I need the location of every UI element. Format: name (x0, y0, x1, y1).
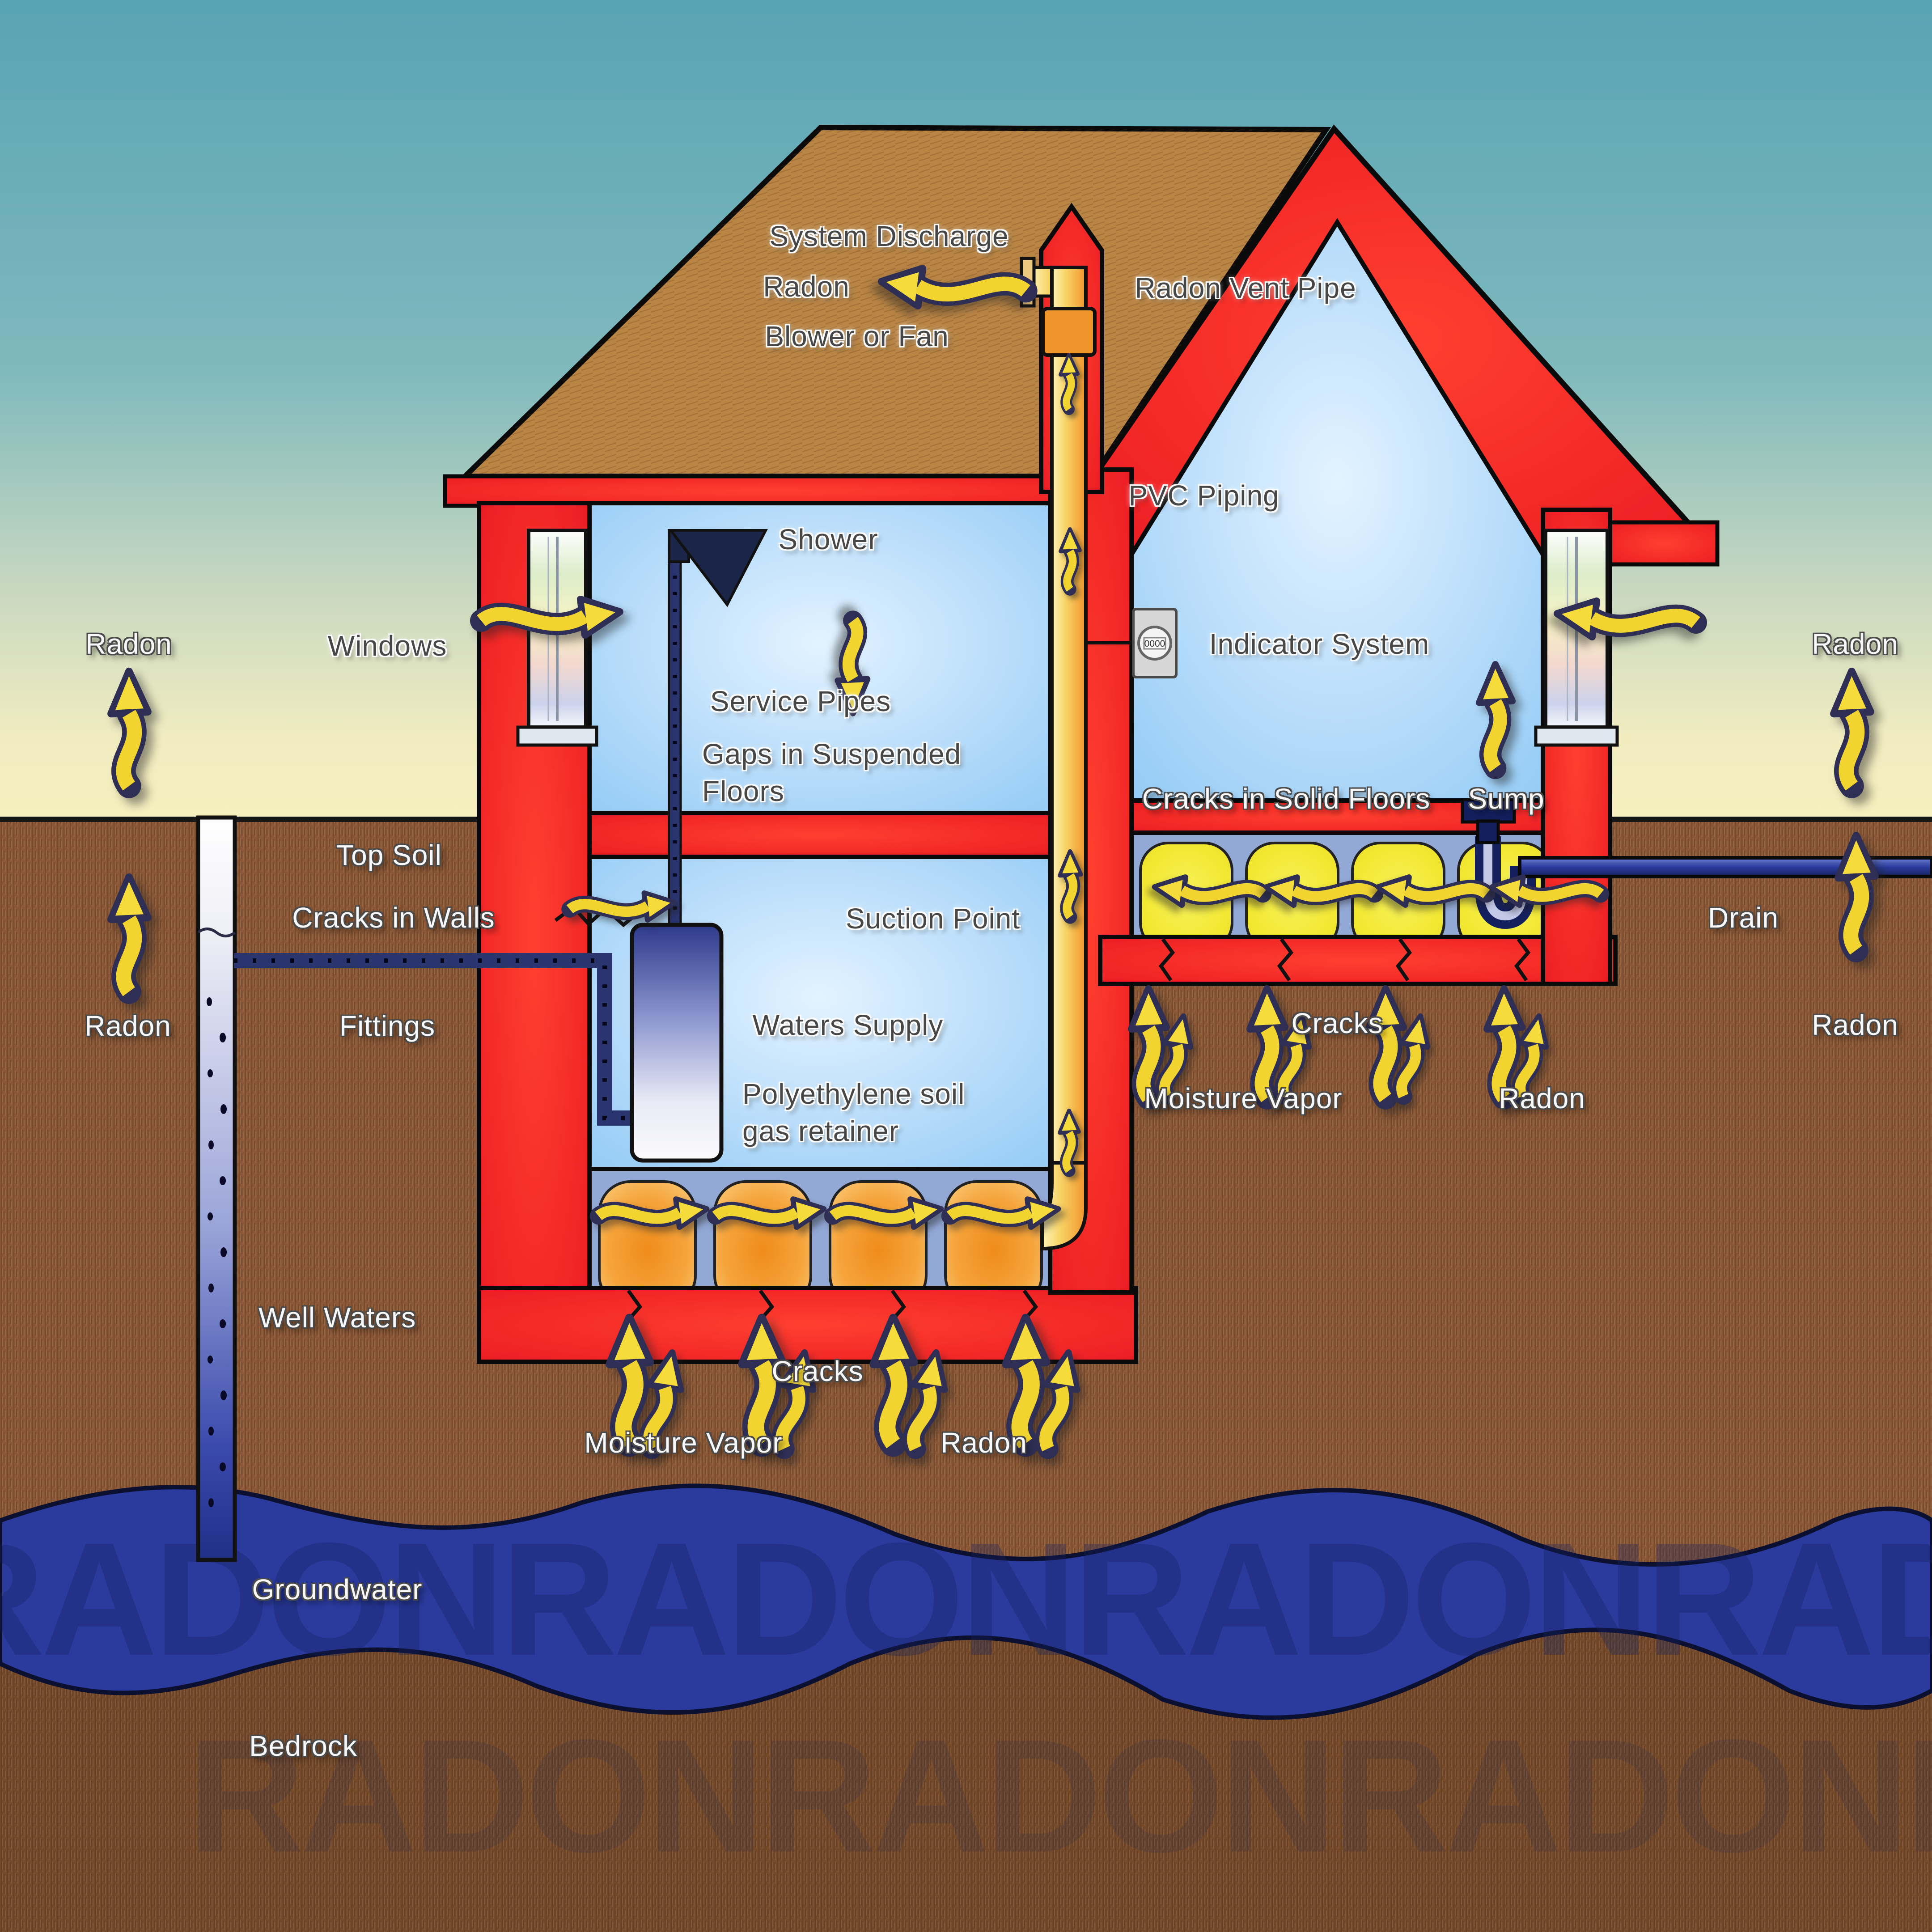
left-upper-room (587, 501, 1052, 816)
label-fittings: Fittings (339, 1010, 436, 1042)
shower-pipe (668, 549, 682, 929)
water-heater-tank (630, 923, 724, 1163)
label-suction-point: Suction Point (845, 902, 1021, 935)
label-top-soil: Top Soil (336, 839, 442, 871)
label-cracks-right: Cracks (1291, 1007, 1383, 1039)
label-radon-under-right: Radon (1499, 1082, 1585, 1114)
right-footing (1098, 935, 1618, 986)
label-indicator-system: Indicator System (1209, 628, 1430, 660)
label-windows: Windows (327, 630, 447, 662)
label-cracks-in-walls: Cracks in Walls (292, 902, 495, 934)
left-floor-band (587, 811, 1052, 859)
vent-pipe-bottom-elbow (1040, 1161, 1088, 1251)
indicator-device: 0000 (1132, 608, 1178, 678)
radon-watermark-2: RADONRADONRADONRADON (188, 1706, 1932, 1886)
right-window (1534, 529, 1619, 747)
radon-watermark: RADONRADONRADONRADON (0, 1509, 1932, 1689)
label-pvc-piping: PVC Piping (1128, 479, 1280, 512)
label-cracks-solid-floors: Cracks in Solid Floors (1142, 783, 1431, 815)
label-radon-sky-left: Radon (85, 628, 172, 660)
label-cracks-left: Cracks (771, 1355, 864, 1387)
label-radon-sky-right: Radon (1812, 628, 1898, 660)
label-radon-soil-right: Radon (1812, 1009, 1898, 1041)
label-polyethylene-retainer: Polyethylene soil gas retainer (742, 1078, 965, 1148)
label-radon-roof: Radon (763, 271, 850, 303)
label-radon-vent-pipe: Radon Vent Pipe (1135, 272, 1356, 304)
label-service-pipes: Service Pipes (710, 685, 891, 717)
shower-head (668, 529, 768, 607)
indicator-reading: 0000 (1144, 639, 1165, 649)
label-radon-under-left: Radon (941, 1427, 1027, 1459)
label-drain: Drain (1708, 902, 1779, 934)
well-pipe (196, 815, 237, 1562)
label-moisture-vapor-right: Moisture Vapor (1144, 1082, 1343, 1114)
label-groundwater: Groundwater (252, 1573, 423, 1606)
label-waters-supply: Waters Supply (752, 1009, 944, 1041)
blower-fan-unit (1041, 307, 1097, 357)
label-blower-or-fan: Blower or Fan (765, 320, 949, 352)
label-system-discharge: System Discharge (769, 220, 1009, 252)
label-shower: Shower (778, 523, 878, 555)
fittings-pipe (234, 953, 634, 1126)
label-sump: Sump (1468, 783, 1545, 815)
label-bedrock: Bedrock (249, 1730, 357, 1762)
right-eave (1608, 520, 1720, 567)
label-moisture-vapor-left: Moisture Vapor (584, 1427, 783, 1459)
label-gaps-suspended-floors: Gaps in Suspended Floors (702, 738, 962, 808)
label-radon-soil-left: Radon (85, 1010, 171, 1042)
label-well-waters: Well Waters (258, 1301, 416, 1334)
